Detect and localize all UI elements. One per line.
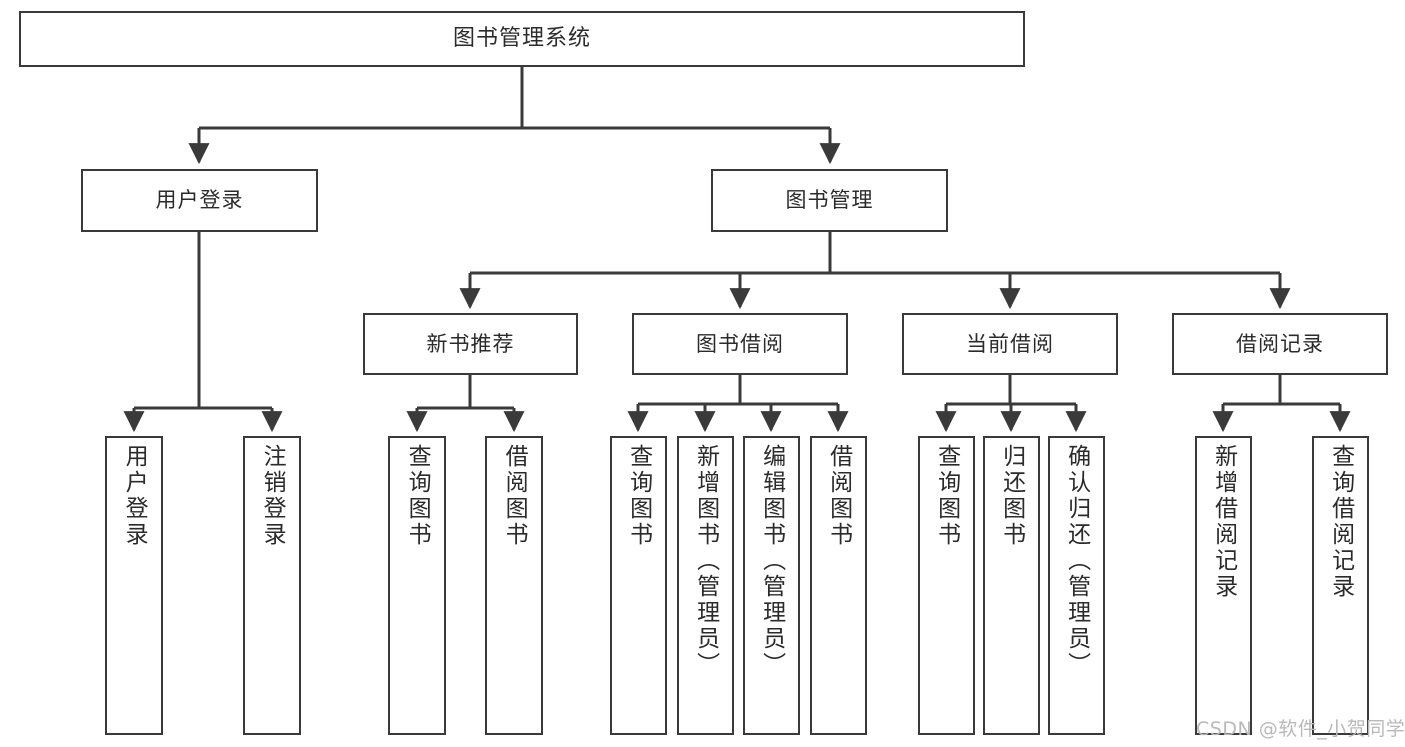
node-book-borrow[interactable]: 图书借阅 [632, 313, 848, 375]
leaf-add-book-admin[interactable]: 新增图书（管理员） [677, 436, 734, 735]
node-label: 借阅记录 [1236, 331, 1324, 356]
node-label: 图书管理 [785, 188, 874, 213]
node-label: 当前借阅 [966, 331, 1054, 356]
node-label: 新增图书（管理员） [692, 444, 719, 678]
leaf-confirm-return-admin[interactable]: 确认归还（管理员） [1048, 436, 1105, 735]
node-label: 查询图书 [404, 444, 431, 548]
leaf-edit-book-admin[interactable]: 编辑图书（管理员） [743, 436, 800, 735]
leaf-query-book-current[interactable]: 查询图书 [918, 436, 975, 735]
node-label: 用户登录 [155, 188, 244, 213]
leaf-return-book[interactable]: 归还图书 [983, 436, 1040, 735]
node-root[interactable]: 图书管理系统 [19, 11, 1025, 67]
node-book-management[interactable]: 图书管理 [711, 169, 948, 232]
leaf-query-book[interactable]: 查询图书 [610, 436, 667, 735]
leaf-user-login[interactable]: 用户登录 [105, 436, 163, 735]
leaf-query-borrow-record[interactable]: 查询借阅记录 [1312, 436, 1369, 735]
node-user-login[interactable]: 用户登录 [81, 169, 318, 232]
node-label: 图书借阅 [696, 331, 784, 356]
node-label: 借阅图书 [501, 444, 528, 548]
watermark: CSDN @软件_小贺同学 [1196, 718, 1405, 740]
node-label: 查询图书 [933, 444, 960, 548]
node-label: 借阅图书 [825, 444, 852, 548]
node-label: 注销登录 [259, 444, 286, 548]
node-borrow-records[interactable]: 借阅记录 [1172, 313, 1388, 375]
node-label: 新增借阅记录 [1210, 444, 1237, 600]
node-label: 查询图书 [625, 444, 652, 548]
node-current-borrow[interactable]: 当前借阅 [902, 313, 1118, 375]
node-label: 图书管理系统 [452, 26, 591, 52]
node-new-book-recommend[interactable]: 新书推荐 [363, 313, 578, 375]
node-label: 编辑图书（管理员） [758, 444, 785, 678]
node-label: 用户登录 [121, 444, 148, 548]
node-label: 查询借阅记录 [1327, 444, 1354, 600]
leaf-logout[interactable]: 注销登录 [243, 436, 301, 735]
leaf-borrow-book[interactable]: 借阅图书 [810, 436, 867, 735]
leaf-add-borrow-record[interactable]: 新增借阅记录 [1195, 436, 1252, 735]
leaf-query-book-recommend[interactable]: 查询图书 [388, 436, 446, 735]
node-label: 归还图书 [998, 444, 1025, 548]
node-label: 新书推荐 [426, 331, 515, 356]
node-label: 确认归还（管理员） [1063, 444, 1090, 678]
leaf-borrow-book-recommend[interactable]: 借阅图书 [485, 436, 543, 735]
